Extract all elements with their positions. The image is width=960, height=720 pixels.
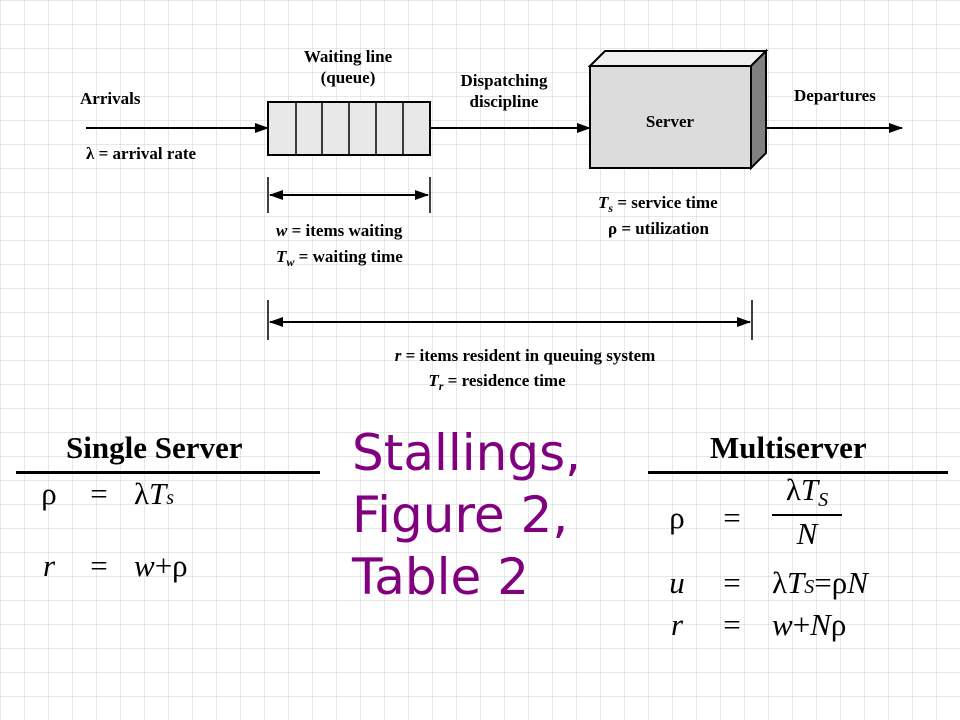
- server-box: [587, 48, 769, 171]
- multiserver-rule: [648, 471, 948, 474]
- queue-box: [267, 101, 431, 156]
- multiserver-fraction: λTS N: [772, 472, 842, 552]
- caption-line-1: Stallings,: [352, 424, 582, 482]
- utilization-label: ρ = utilization: [608, 219, 710, 238]
- fraction-numerator: λTS: [785, 472, 829, 511]
- arrivals-label: Arrivals: [80, 89, 141, 108]
- caption: Stallings, Figure 2, Table 2: [352, 422, 581, 608]
- dispatching-label: Dispatching: [461, 71, 548, 90]
- items-waiting-label: w = items waiting: [276, 221, 403, 240]
- caption-line-3: Table 2: [352, 548, 530, 606]
- queuing-diagram: Arrivals λ = arrival rate Waiting line (…: [80, 47, 903, 393]
- departures-label: Departures: [794, 86, 876, 105]
- discipline-label: discipline: [470, 92, 539, 111]
- single-server-title: Single Server: [66, 430, 243, 465]
- waiting-time-label: Tw = waiting time: [276, 247, 403, 269]
- fraction-denominator: N: [796, 516, 818, 551]
- single-server-rule: [16, 471, 320, 474]
- single-server-formula-r: r = w + ρ: [42, 548, 188, 583]
- arrival-rate-label: λ = arrival rate: [86, 144, 197, 163]
- items-resident-label: r = items resident in queuing system: [395, 346, 656, 365]
- waiting-line-label: Waiting line: [304, 47, 393, 66]
- fraction-bar: [772, 514, 842, 516]
- server-label: Server: [646, 112, 695, 131]
- queue-label: (queue): [321, 68, 376, 87]
- service-time-label: Ts = service time: [598, 193, 718, 215]
- multiserver-formula-rho-lhs: ρ =: [669, 500, 741, 535]
- residence-time-label: Tr = residence time: [428, 371, 566, 393]
- caption-line-2: Figure 2,: [352, 486, 569, 544]
- multiserver-title: Multiserver: [710, 430, 867, 465]
